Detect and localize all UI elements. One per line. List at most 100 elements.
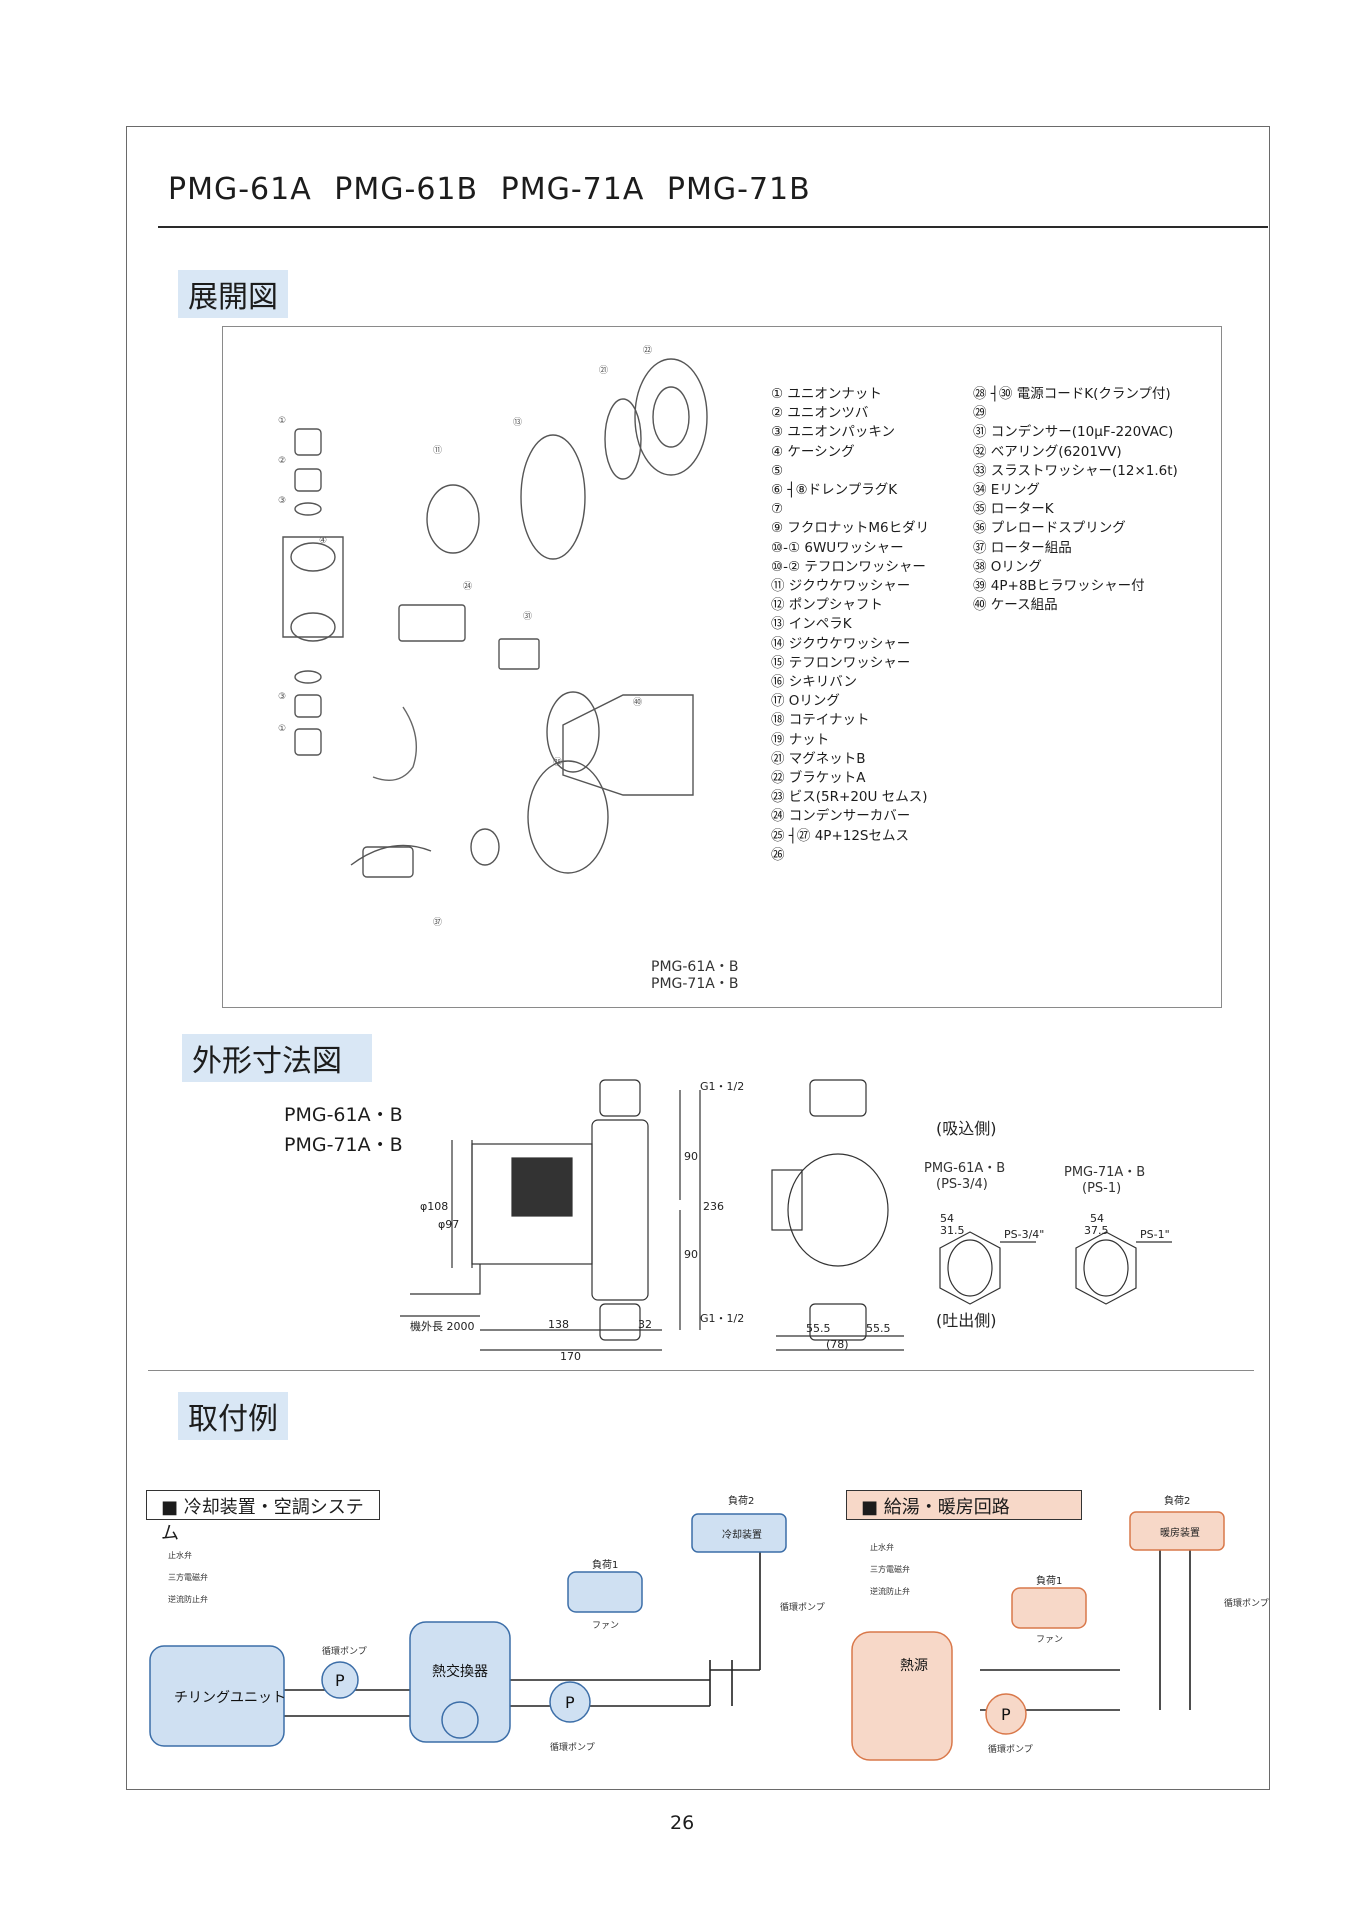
part-item: ⑫ ポンプシャフト	[771, 597, 883, 614]
part-item: ㊲ ローター組品	[973, 539, 1072, 556]
part-item: ㊳ Oリング	[973, 558, 1042, 575]
svg-text:⑪: ⑪	[433, 445, 442, 456]
dim-236: 236	[703, 1200, 724, 1213]
legend-check-h: 逆流防止弁	[870, 1586, 910, 1596]
dim-78: (78)	[826, 1338, 849, 1351]
part-item: ㉜ ベアリング(6201VV)	[973, 443, 1122, 460]
model-61-size: (PS-3/4)	[936, 1177, 988, 1192]
svg-text:㊳: ㊳	[553, 757, 562, 768]
heating-load1: 負荷1	[1036, 1575, 1062, 1587]
part-item: ① ユニオンナット	[771, 386, 882, 402]
part-item: ㉟ ローターK	[973, 501, 1054, 518]
heating-title: ■ 給湯・暖房回路	[846, 1490, 1082, 1520]
discharge-label: (吐出側)	[936, 1311, 997, 1330]
part-item: ㉕ ┤㉗ 4P+12Sセムス	[771, 827, 909, 844]
part-item: ㊱ プレロードスプリング	[973, 520, 1126, 537]
pump-p-3: P	[1001, 1705, 1011, 1724]
dim-555a: 55.5	[806, 1322, 831, 1335]
dim-54b: 54	[1090, 1212, 1104, 1225]
svg-text:㉑: ㉑	[599, 365, 608, 376]
model-71-size: (PS-1)	[1082, 1181, 1121, 1196]
part-item: ⑩-① 6WUワッシャー	[771, 539, 904, 556]
pump-p-2: P	[565, 1693, 575, 1712]
part-item: ㉑ マグネットB	[771, 750, 866, 767]
parts-list-left: ① ユニオンナット ② ユニオンツバ ③ ユニオンパッキン ④ ケーシング ⑤ …	[771, 385, 929, 865]
heating-pump-label-1: 循環ポンプ	[988, 1743, 1033, 1755]
dim-375: 37.5	[1084, 1224, 1109, 1237]
cooling-pump-label-3: 循環ポンプ	[780, 1601, 825, 1613]
heating-load2: 負荷2	[1164, 1495, 1190, 1507]
part-item: ㉖	[771, 846, 785, 863]
dimension-drawing: G1・1/2 G1・1/2 90 90 236 φ108 φ97 機外長 200…	[400, 1079, 1172, 1360]
heating-fan-label: ファン	[1036, 1635, 1063, 1645]
svg-text:⑬: ⑬	[513, 417, 522, 428]
dim-555b: 55.5	[866, 1322, 891, 1335]
part-item: ⑮ テフロンワッシャー	[771, 654, 911, 671]
part-item: ③ ユニオンパッキン	[771, 424, 895, 441]
part-item: ⑨ フクロナットM6ヒダリ	[771, 520, 930, 537]
part-item: ㊵ ケース組品	[973, 597, 1058, 614]
part-item: ⑯ シキリバン	[771, 674, 857, 691]
page-number: 26	[670, 1812, 695, 1834]
cooling-pump-label-2: 循環ポンプ	[550, 1741, 595, 1753]
part-item: ⑤	[771, 462, 784, 479]
svg-text:①: ①	[278, 724, 286, 734]
page-frame	[126, 126, 1270, 1790]
part-item: ㊴ 4P+8Bヒラワッシャー付	[973, 578, 1145, 595]
pump-p-1: P	[335, 1671, 345, 1690]
part-item: ㉔ コンデンサーカバー	[771, 808, 911, 825]
cooling-fan-label: ファン	[592, 1621, 619, 1631]
part-item: ⑰ Oリング	[771, 693, 840, 710]
dim-90b: 90	[684, 1248, 698, 1261]
svg-text:㊵: ㊵	[633, 697, 642, 708]
part-item: ② ユニオンツバ	[771, 405, 869, 422]
section-label-exploded: 展開図	[178, 270, 288, 318]
dim-model-71: PMG-71A・B	[284, 1134, 403, 1156]
installation-diagram: 止水弁 三方電磁弁 逆流防止弁 止水弁 三方電磁弁 逆流防止弁 チリングユニット…	[149, 1495, 1269, 1761]
part-item: ㉝ スラストワッシャー(12×1.6t)	[973, 462, 1178, 479]
part-item: ⑦	[771, 501, 784, 518]
chiller-label: チリングユニット	[174, 1690, 286, 1706]
part-item: ㉙	[973, 405, 987, 422]
part-item: ⑪ ジクウケワッシャー	[771, 578, 911, 595]
panel-caption: PMG-61A・B PMG-71A・B	[651, 959, 739, 992]
title-underline	[158, 226, 1268, 228]
dim-315: 31.5	[940, 1224, 965, 1237]
part-item: ㉒ ブラケットA	[771, 770, 866, 787]
dim-97: φ97	[438, 1218, 459, 1231]
svg-text:㉔: ㉔	[463, 581, 472, 592]
svg-text:①: ①	[278, 416, 286, 426]
part-item: ㉞ Eリング	[973, 482, 1040, 499]
dim-g-top: G1・1/2	[700, 1080, 744, 1093]
model-71-label: PMG-71A・B	[1064, 1165, 1145, 1180]
section-divider	[148, 1370, 1254, 1371]
heater-label: 暖房装置	[1160, 1526, 1200, 1539]
part-item: ⑥ ┤⑧ドレンプラグK	[771, 482, 898, 499]
dim-54a: 54	[940, 1212, 954, 1225]
legend-check: 逆流防止弁	[168, 1594, 208, 1604]
legend-shutoff: 止水弁	[168, 1550, 192, 1560]
part-item: ⑲ ナット	[771, 731, 830, 748]
part-item: ㉘ ┤㉚ 電源コードK(クランプ付)	[973, 386, 1171, 402]
dim-model-61: PMG-61A・B	[284, 1104, 403, 1126]
svg-text:④: ④	[319, 536, 327, 546]
heating-pump-label-2: 循環ポンプ	[1224, 1597, 1269, 1609]
cooling-load1: 負荷1	[592, 1559, 618, 1571]
svg-text:㉒: ㉒	[643, 345, 652, 356]
svg-text:③: ③	[278, 496, 286, 506]
svg-text:㊲: ㊲	[433, 917, 442, 927]
dim-g-bottom: G1・1/2	[700, 1312, 744, 1325]
dim-32: 32	[638, 1318, 652, 1331]
dim-170: 170	[560, 1350, 581, 1360]
cooling-title: ■ 冷却装置・空調システム	[146, 1490, 380, 1544]
dim-108: φ108	[420, 1200, 448, 1213]
suction-label: (吸込側)	[936, 1119, 997, 1138]
cooling-load2: 負荷2	[728, 1495, 754, 1507]
part-item: ⑩-② テフロンワッシャー	[771, 558, 926, 575]
legend-shutoff-h: 止水弁	[870, 1542, 894, 1552]
svg-text:②: ②	[278, 456, 286, 466]
part-item: ㉛ コンデンサー(10μF-220VAC)	[973, 424, 1174, 441]
model-61-label: PMG-61A・B	[924, 1161, 1005, 1176]
